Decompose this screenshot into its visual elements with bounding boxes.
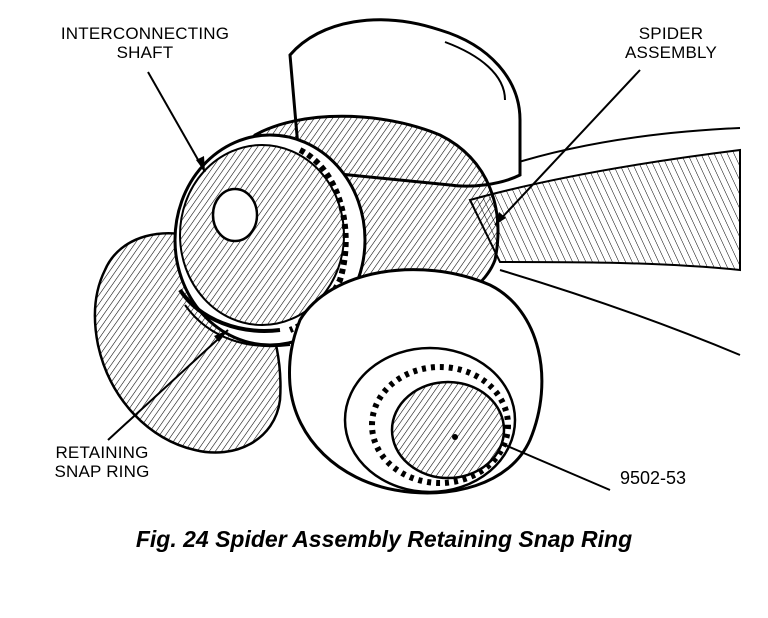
interconnecting-shaft-label-line2: SHAFT: [116, 43, 174, 62]
front-trunnion: [288, 268, 544, 495]
spider-assembly-label-line2: ASSEMBLY: [625, 43, 717, 62]
retaining-snap-ring-label-line2: SNAP RING: [54, 462, 150, 481]
figure-number: 9502-53: [620, 468, 687, 488]
retaining-snap-ring-label: RETAINING SNAP RING: [36, 443, 168, 481]
spider-assembly-label: SPIDER ASSEMBLY: [608, 24, 734, 62]
interconnecting-shaft: [173, 133, 367, 347]
retaining-snap-ring-label-line1: RETAINING: [55, 443, 149, 462]
interconnecting-shaft-label-line1: INTERCONNECTING: [60, 24, 230, 43]
spider-assembly-label-line1: SPIDER: [638, 24, 704, 43]
figure-caption: Fig. 24 Spider Assembly Retaining Snap R…: [135, 526, 633, 552]
interconnecting-shaft-label: INTERCONNECTING SHAFT: [40, 24, 250, 62]
leader-lines: [107, 69, 641, 491]
retaining-snap-ring: [178, 288, 291, 348]
